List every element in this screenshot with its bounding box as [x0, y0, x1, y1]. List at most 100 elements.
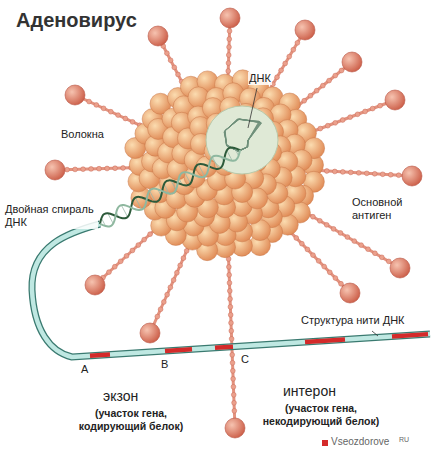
fiber-bead: [228, 304, 233, 309]
fiber-bead: [352, 239, 357, 244]
fiber-bead: [370, 106, 375, 111]
part-label: Основной антиген: [351, 196, 431, 222]
fiber-bead: [364, 171, 369, 176]
fiber-bead: [230, 352, 235, 357]
segment-letter: A: [80, 363, 89, 376]
segment-letter: C: [240, 353, 250, 366]
fiber-bead: [339, 281, 344, 286]
fiber-bead: [283, 61, 288, 66]
fiber-bead: [338, 231, 343, 236]
fiber-bead: [339, 68, 344, 73]
fiber-bead: [348, 170, 353, 175]
fiber-bead: [333, 120, 338, 125]
core-dna: [224, 119, 261, 151]
fiber-bead: [101, 106, 106, 111]
fiber-bead: [168, 58, 173, 63]
fiber-bead: [94, 103, 99, 108]
fiber-knob: [85, 275, 105, 295]
fiber-bead: [97, 166, 102, 171]
fiber-bead: [227, 273, 232, 278]
fiber-bead: [231, 392, 236, 397]
fiber-bead: [112, 264, 117, 269]
fiber-bead: [165, 292, 170, 297]
fiber-bead: [366, 247, 371, 252]
fiber-bead: [227, 37, 232, 42]
fiber-bead: [320, 83, 325, 88]
fiber-knob: [385, 90, 405, 110]
fiber-bead: [118, 259, 123, 264]
fiber-knob: [65, 85, 85, 105]
fiber-bead: [227, 45, 232, 50]
fiber-bead: [181, 256, 186, 261]
exon-segment: [305, 339, 345, 342]
fiber-bead: [396, 173, 401, 178]
term-note: (участок гена, кодирующий белок): [64, 407, 198, 432]
fiber-knob: [225, 418, 245, 438]
part-label: Двойная спираль ДНК: [4, 203, 98, 229]
fiber-bead: [158, 307, 163, 312]
fiber-bead: [372, 171, 377, 176]
fiber-bead: [136, 243, 141, 248]
strand-fill: [32, 224, 430, 357]
fiber-bead: [279, 68, 284, 73]
fiber-bead: [340, 170, 345, 175]
fiber-bead: [356, 170, 361, 175]
fiber-bead: [226, 265, 231, 270]
fiber-bead: [308, 93, 313, 98]
fiber-bead: [316, 258, 321, 263]
fiber-bead: [172, 65, 177, 70]
fiber-bead: [168, 285, 173, 290]
fiber-bead: [302, 98, 307, 103]
fiber-knob: [342, 52, 362, 72]
strand-outline: [32, 224, 430, 357]
fibers: [45, 8, 422, 438]
fiber-bead: [388, 172, 393, 177]
fiber-bead: [327, 78, 332, 83]
fiber-bead: [155, 314, 160, 319]
fiber-bead: [317, 218, 322, 223]
fiber-bead: [231, 376, 236, 381]
fiber-bead: [142, 237, 147, 242]
fiber-bead: [373, 251, 378, 256]
helix-strand: [100, 150, 240, 227]
fiber-bead: [311, 253, 316, 258]
core: [206, 106, 278, 174]
fiber-bead: [230, 368, 235, 373]
fiber-bead: [333, 73, 338, 78]
fiber-bead: [113, 166, 118, 171]
fiber-knob: [390, 258, 410, 278]
part-label: Волокна: [60, 128, 105, 141]
fiber-bead: [294, 236, 299, 241]
fiber-bead: [73, 167, 78, 172]
fiber-bead: [226, 61, 231, 66]
fiber-shaft: [228, 235, 235, 428]
fiber-bead: [291, 47, 296, 52]
fiber-bead: [116, 113, 121, 118]
title: Аденовирус: [16, 8, 137, 32]
fiber-bead: [311, 214, 316, 219]
fiber-bead: [161, 300, 166, 305]
fiber-bead: [324, 222, 329, 227]
dna-strand: [32, 224, 430, 357]
fiber-knob: [340, 283, 360, 303]
fiber-bead: [171, 278, 176, 283]
fiber-bead: [227, 289, 232, 294]
fiber-bead: [130, 119, 135, 124]
leader-line: [248, 88, 257, 128]
part-label: Структура нити ДНК: [300, 314, 406, 327]
fiber-bead: [325, 123, 330, 128]
exon-segment: [215, 347, 233, 348]
fiber-bead: [287, 54, 292, 59]
capsid: [125, 70, 325, 261]
fiber-bead: [324, 169, 329, 174]
leader-line: [372, 331, 378, 336]
fiber-bead: [81, 167, 86, 172]
fiber-bead: [295, 40, 300, 45]
fiber-bead: [359, 243, 364, 248]
fiber-bead: [228, 297, 233, 302]
fiber-bead: [318, 126, 323, 131]
fiber-knob: [220, 8, 240, 28]
segment-letter: B: [160, 358, 169, 371]
helix-strand: [100, 147, 240, 224]
fiber-bead: [226, 69, 231, 74]
